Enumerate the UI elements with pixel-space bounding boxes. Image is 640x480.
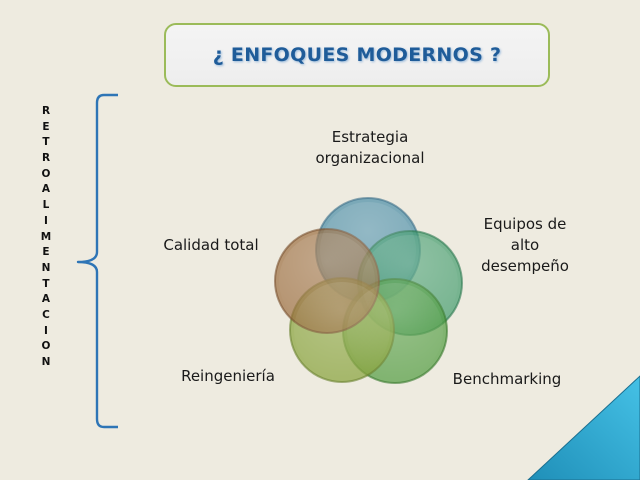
vertical-word-retroalimentacion: R E T R O A L I M E N T A C I O N [38,104,54,371]
slide-title: ¿ ENFOQUES MODERNOS ? [212,44,502,66]
label-equipos: Equipos de alto desempeño [481,215,569,275]
vertical-letter: E [42,120,50,133]
vertical-letter: O [41,167,51,180]
vertical-letter: T [42,136,50,149]
corner-triangle-decoration [527,375,640,480]
vertical-letter: I [44,214,48,227]
vertical-letter: I [44,324,48,337]
curly-bracket-icon [76,93,118,429]
vertical-letter: O [41,340,51,353]
vertical-letter: T [42,277,50,290]
vertical-letter: R [41,105,51,117]
vertical-letter: N [41,261,51,274]
vertical-letter: N [41,356,51,368]
vertical-letter: C [42,308,50,321]
vertical-letter: A [41,183,51,196]
vertical-letter: L [42,199,50,212]
label-reingenieria: Reingeniería [181,367,275,385]
label-calidad: Calidad total [163,236,259,254]
title-box: ¿ ENFOQUES MODERNOS ? [164,23,550,87]
vertical-letter: A [41,293,51,306]
venn-diagram [274,197,463,384]
label-benchmarking: Benchmarking [452,370,562,388]
label-estrategia: Estrategia organizacional [315,128,425,167]
vertical-letter: M [40,230,52,243]
vertical-letter: R [41,152,51,165]
vertical-letter: E [42,246,50,259]
